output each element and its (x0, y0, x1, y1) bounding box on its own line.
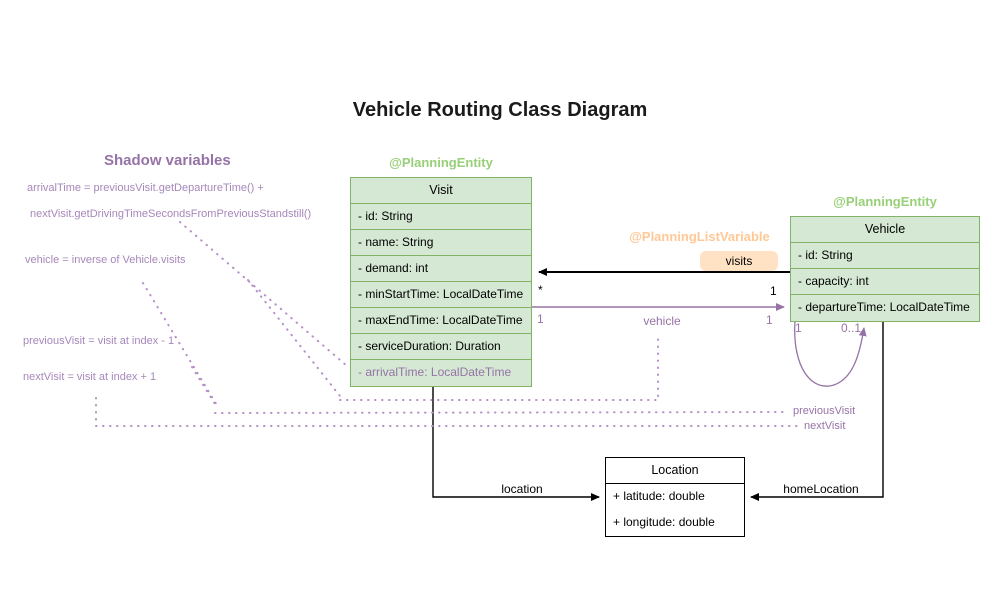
dotted-diagonal-c (247, 279, 341, 397)
visit-class-box: Visit - id: String - name: String - dema… (350, 177, 532, 387)
home-location-edge-label: homeLocation (783, 482, 859, 496)
visit-field-demand: - demand: int (351, 256, 531, 282)
visit-field-id: - id: String (351, 204, 531, 230)
visit-planning-entity-annotation: @PlanningEntity (389, 155, 493, 170)
vehicle-class-title: Vehicle (791, 217, 979, 243)
visit-field-arrivaltime: - arrivalTime: LocalDateTime (358, 365, 512, 379)
location-edge-label: location (501, 482, 543, 496)
location-field-latitude: + latitude: double (613, 489, 705, 503)
location-class-box: Location + latitude: double + longitude:… (605, 457, 745, 537)
visits-target-multiplicity: * (538, 283, 543, 297)
shadow-note-arrivaltime-2: nextVisit.getDrivingTimeSecondsFromPrevi… (30, 208, 312, 220)
planning-list-variable-annotation: @PlanningListVariable (629, 229, 770, 244)
vehicle-edge-left-multiplicity: 1 (537, 312, 544, 326)
dotted-nextvisit-connector (95, 397, 801, 427)
shadow-variables-heading: Shadow variables (104, 152, 231, 169)
dotted-previousvisit-connector (214, 411, 789, 414)
page-title: Vehicle Routing Class Diagram (352, 99, 648, 121)
visit-field-name: - name: String (351, 230, 531, 256)
dotted-vehicle-connector (339, 332, 659, 401)
location-arrow (432, 383, 600, 501)
visits-edge-badge: visits (700, 251, 778, 271)
location-class-title: Location (606, 458, 744, 484)
visit-field-maxendtime: - maxEndTime: LocalDateTime (351, 308, 531, 334)
vehicle-class-box: Vehicle - id: String - capacity: int - d… (790, 216, 980, 322)
vehicle-edge-label: vehicle (643, 314, 681, 328)
vehicle-edge-right-multiplicity: 1 (766, 313, 773, 327)
vehicle-field-id: - id: String (791, 243, 979, 269)
self-loop-target-multiplicity: 0..1 (841, 321, 862, 335)
vehicle-field-departuretime: - departureTime: LocalDateTime (798, 300, 970, 314)
location-field-longitude: + longitude: double (613, 515, 715, 529)
shadow-note-arrivaltime-1: arrivalTime = previousVisit.getDeparture… (27, 182, 264, 194)
previousvisit-edge-label: previousVisit (793, 405, 856, 417)
nextvisit-edge-label: nextVisit (804, 420, 846, 432)
vehicle-field-capacity: - capacity: int (791, 269, 979, 295)
self-loop-source-multiplicity: 1 (795, 321, 802, 335)
shadow-note-nextvisit: nextVisit = visit at index + 1 (23, 371, 157, 383)
dotted-diagonal-b (191, 366, 216, 405)
shadow-note-previousvisit: previousVisit = visit at index - 1 (23, 335, 175, 347)
visit-class-title: Visit (351, 178, 531, 204)
dotted-arrivaltime-connector (179, 221, 348, 367)
visit-field-serviceduration: - serviceDuration: Duration (351, 334, 531, 360)
vehicle-planning-entity-annotation: @PlanningEntity (833, 194, 937, 209)
shadow-note-vehicle: vehicle = inverse of Vehicle.visits (25, 254, 186, 266)
self-loop-arrow (794, 320, 867, 387)
home-location-arrow (750, 320, 884, 501)
visit-field-minstarttime: - minStartTime: LocalDateTime (351, 282, 531, 308)
visits-source-multiplicity: 1 (770, 284, 777, 298)
